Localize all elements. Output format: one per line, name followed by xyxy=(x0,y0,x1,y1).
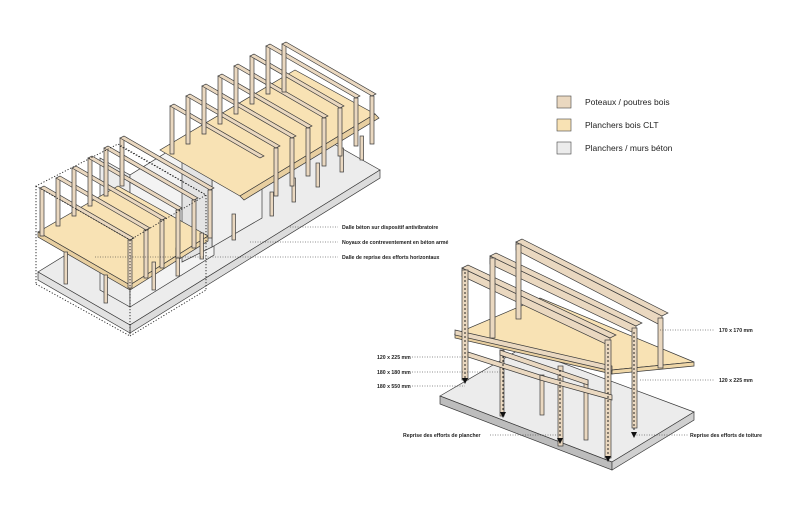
legend: Poteaux / poutres bois Planchers bois CL… xyxy=(556,95,673,155)
dotted-highlight xyxy=(35,143,207,337)
legend-label-concrete: Planchers / murs béton xyxy=(585,143,673,153)
legend-swatch-wood xyxy=(556,95,572,109)
label-dalle-reprise: Dalle de reprise des efforts horizontaux xyxy=(342,255,440,261)
label-dim-180-550: 180 x 550 mm xyxy=(377,384,411,390)
right-leader-lines xyxy=(412,329,715,436)
label-dim-180-180: 180 x 180 mm xyxy=(377,370,411,376)
detail-roof-beams xyxy=(461,238,669,347)
ground-columns xyxy=(63,135,364,304)
label-noyaux-contreventement: Noyaux de contreventement en béton armé xyxy=(342,240,448,246)
label-reprise-toiture: Reprise des efforts de toiture xyxy=(690,433,762,439)
left-leader-lines xyxy=(95,226,338,258)
right-detail-axonometric xyxy=(412,238,715,471)
load-path-arrows xyxy=(464,272,635,456)
legend-swatch-clt xyxy=(556,118,572,132)
legend-swatch-concrete xyxy=(556,141,572,155)
label-dim-120-left: 120 x 225 mm xyxy=(377,355,411,361)
label-reprise-plancher: Reprise des efforts de plancher xyxy=(403,433,481,439)
label-dalle-antivibratoire: Dalle béton sur dispositif antivibratoir… xyxy=(342,225,438,231)
left-building-axonometric xyxy=(35,41,381,337)
label-dim-120-right: 120 x 225 mm xyxy=(719,378,753,384)
legend-label-clt: Planchers bois CLT xyxy=(585,120,659,130)
legend-label-wood: Poteaux / poutres bois xyxy=(585,97,670,107)
label-dim-170: 170 x 170 mm xyxy=(719,328,753,334)
roof-beam-frames xyxy=(39,41,377,289)
